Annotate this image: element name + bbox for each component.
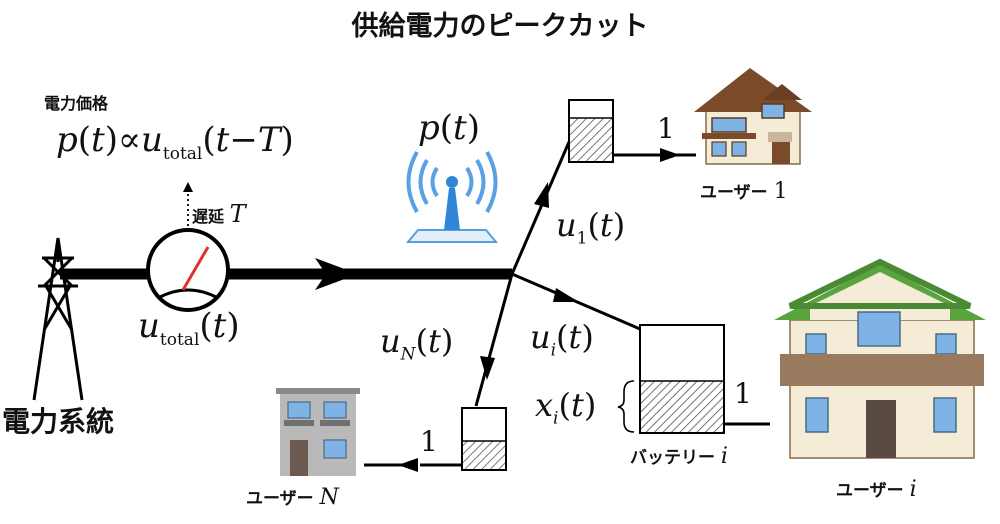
broadcast-signal: p(t) [418, 108, 480, 148]
branch-arrow-1 [534, 182, 549, 208]
branch-arrow-N [480, 356, 495, 380]
battery-label: バッテリー i [630, 444, 728, 469]
output-arrow-1 [660, 148, 680, 162]
flow-N-label: uN(t) [380, 322, 454, 365]
meter-needle [181, 246, 210, 291]
total-flow-label: utotal(t) [138, 306, 240, 350]
grid-label: 電力系統 [2, 405, 115, 438]
antenna-icon [405, 151, 499, 243]
output-i-value: 1 [734, 377, 752, 410]
flow-1-label: u1(t) [556, 206, 626, 249]
branch-arrow-i [553, 288, 579, 302]
battery-1 [568, 99, 614, 163]
battery-state-label: xi(t) [535, 386, 597, 429]
house-user-1-icon [694, 68, 812, 165]
battery-i [639, 324, 725, 434]
branch-line-N [474, 273, 514, 407]
output-1-value: 1 [657, 112, 675, 145]
user-1-label: ユーザー 1 [700, 179, 788, 204]
user-i-label: ユーザー i [836, 477, 917, 502]
apartment-user-N-icon [276, 388, 360, 476]
main-flow-arrow [315, 258, 358, 290]
price-formula: p(t)∝utotal(t−T) [56, 120, 294, 164]
delay-label: 遅延 T [192, 200, 246, 228]
user-N-label: ユーザー N [246, 485, 339, 510]
power-meter-icon [146, 228, 230, 312]
delay-arrow [183, 182, 193, 226]
price-label: 電力価格 [44, 94, 109, 113]
branch-line-1 [510, 141, 571, 275]
house-user-i-icon [774, 258, 986, 459]
diagram-title: 供給電力のピークカット [351, 11, 649, 42]
output-N-value: 1 [420, 425, 438, 458]
transmission-tower-icon [32, 237, 84, 401]
output-arrow-N [398, 458, 418, 472]
battery-N [461, 407, 507, 471]
battery-state-brace [617, 380, 635, 433]
flow-i-label: ui(t) [530, 318, 594, 361]
